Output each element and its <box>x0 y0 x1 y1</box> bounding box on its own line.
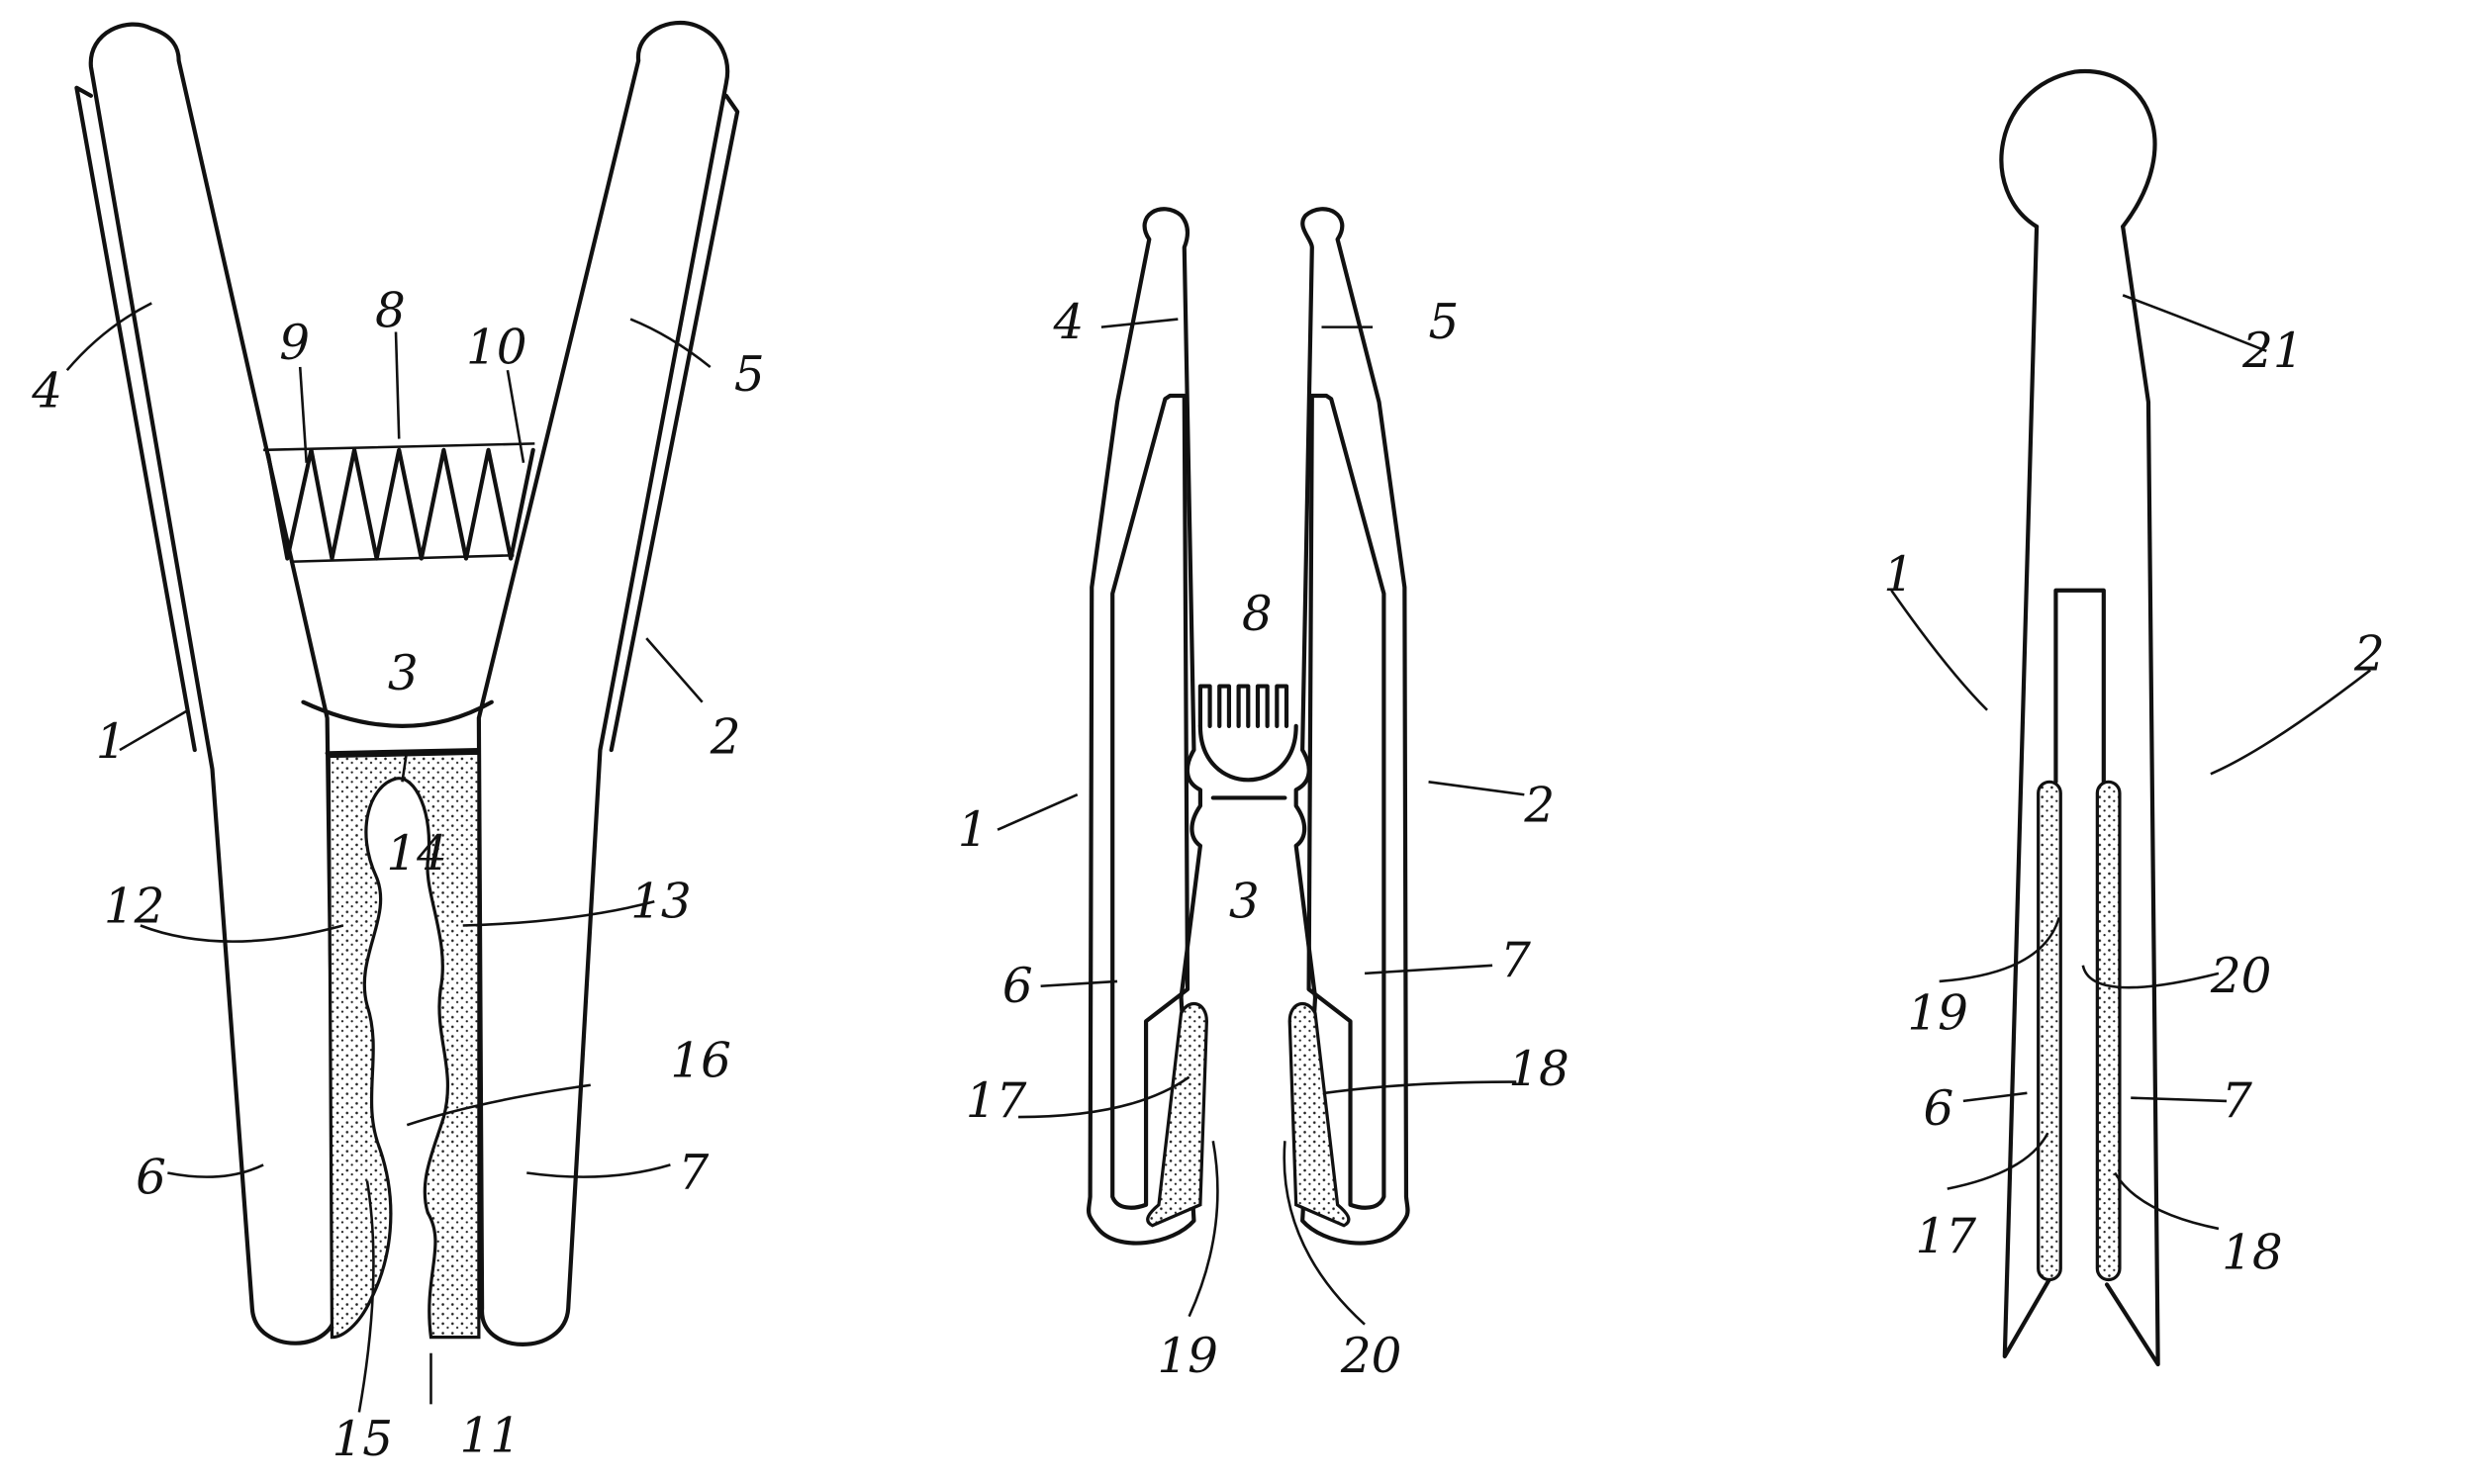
fig1-hinge-arc <box>303 702 491 726</box>
figure-2-labels: 4 5 8 1 2 3 6 7 17 18 19 20 <box>958 295 1570 1384</box>
label-8: 8 <box>1242 587 1273 642</box>
label-11: 11 <box>460 1409 522 1464</box>
label-16: 16 <box>670 1034 731 1089</box>
label-10: 10 <box>466 321 527 376</box>
label-6: 6 <box>1924 1081 1954 1137</box>
fig3-head <box>2001 71 2154 227</box>
label-20: 20 <box>1340 1329 1402 1384</box>
label-3: 3 <box>388 646 419 701</box>
label-5: 5 <box>734 347 765 403</box>
fig2-spring-icon <box>1200 687 1286 726</box>
label-13: 13 <box>630 874 692 929</box>
fig3-slot <box>2055 591 2103 783</box>
label-1: 1 <box>1883 547 1914 603</box>
fig2-hinge-arc <box>1200 726 1296 780</box>
label-18: 18 <box>2222 1225 2283 1280</box>
label-7: 7 <box>2222 1073 2252 1129</box>
label-21: 21 <box>2241 324 2304 379</box>
fig1-spring-icon <box>268 450 533 559</box>
label-3: 3 <box>1229 874 1260 929</box>
label-9: 9 <box>279 316 310 371</box>
label-15: 15 <box>332 1412 393 1467</box>
label-17: 17 <box>1915 1209 1976 1264</box>
label-7: 7 <box>1500 933 1531 988</box>
figure-3-clothespin-side <box>2001 71 2157 1364</box>
label-1: 1 <box>96 714 127 770</box>
fig3-pad-left <box>2039 782 2061 1279</box>
label-6: 6 <box>1002 959 1033 1014</box>
figure-3-labels: 21 1 2 19 20 6 7 17 18 <box>1883 324 2385 1280</box>
label-17: 17 <box>966 1073 1027 1129</box>
label-5: 5 <box>1429 295 1460 350</box>
label-18: 18 <box>1508 1042 1570 1097</box>
label-6: 6 <box>136 1150 166 1205</box>
label-14: 14 <box>386 826 447 881</box>
fig1-right-arm-edge <box>612 96 737 750</box>
label-4: 4 <box>1053 295 1085 350</box>
label-2: 2 <box>1523 779 1555 834</box>
label-19: 19 <box>1157 1329 1218 1384</box>
label-19: 19 <box>1907 985 1968 1041</box>
fig2-pad-right <box>1289 1003 1349 1225</box>
fig2-pad-left <box>1148 1003 1207 1225</box>
label-7: 7 <box>678 1146 709 1201</box>
fig3-pad-right <box>2097 782 2120 1279</box>
label-1: 1 <box>958 802 989 858</box>
fig1-spring-ends <box>263 443 534 561</box>
label-20: 20 <box>2210 949 2272 1004</box>
label-2: 2 <box>2353 626 2385 682</box>
label-8: 8 <box>375 284 406 339</box>
label-12: 12 <box>104 879 165 934</box>
label-2: 2 <box>710 709 741 765</box>
fig1-left-arm <box>91 25 335 1344</box>
fig1-left-arm-edge <box>76 88 194 750</box>
label-4: 4 <box>31 363 62 418</box>
